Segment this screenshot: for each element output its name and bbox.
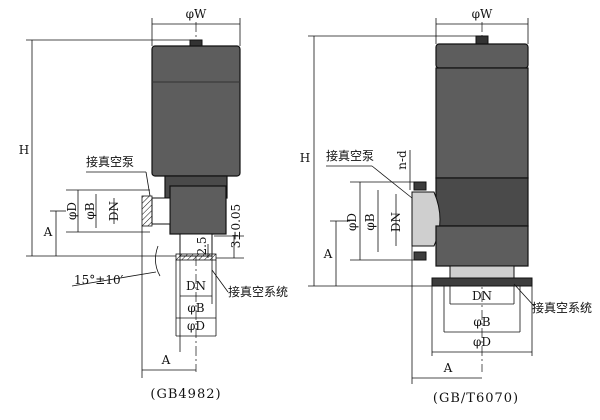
right-dim-b-bottom: φB bbox=[473, 315, 490, 329]
left-dim-d-bottom: φD bbox=[187, 319, 205, 333]
left-caption: (GB4982) bbox=[150, 387, 221, 402]
left-pump-port-label: 接真空泵 bbox=[86, 154, 134, 169]
right-dim-dn-bottom: DN bbox=[472, 289, 492, 303]
left-dim-tol: 3±0.05 bbox=[229, 204, 243, 248]
left-side-flange-hatch bbox=[141, 195, 153, 227]
left-dim-angle: 15°±10′ bbox=[74, 273, 124, 287]
right-dim-h: H bbox=[300, 151, 310, 165]
right-side-flange-top bbox=[413, 181, 427, 191]
right-dim-nd: n-d bbox=[395, 150, 409, 170]
left-top-knob bbox=[189, 39, 203, 47]
left-dim-d: φD bbox=[65, 202, 79, 220]
left-angle-arc bbox=[155, 245, 161, 277]
left-valve-body bbox=[169, 185, 227, 235]
right-dim-a-bottom: A bbox=[443, 361, 453, 375]
right-actuator-body bbox=[435, 67, 529, 179]
right-actuator-cap bbox=[435, 43, 529, 69]
right-dim-d-bottom: φD bbox=[473, 335, 491, 349]
right-lower-body bbox=[435, 225, 529, 267]
right-dim-a-side: A bbox=[323, 247, 333, 261]
right-dim-w: φW bbox=[472, 7, 493, 21]
left-dim-b: φB bbox=[83, 202, 97, 219]
left-dim-h: H bbox=[19, 143, 29, 157]
right-dim-dn-side: DN bbox=[389, 212, 403, 232]
left-dim-dn-bottom: DN bbox=[186, 279, 206, 293]
left-dim-gap: 2.5 bbox=[195, 236, 209, 255]
right-side-flange-bottom bbox=[413, 251, 427, 261]
left-side-port bbox=[151, 197, 171, 225]
left-dim-w: φW bbox=[186, 7, 207, 21]
right-bottom-neck bbox=[449, 265, 515, 279]
left-valve-drawing: φW H 接真空泵 φD φB DN A 3±0.05 2.5 15°±10 bbox=[19, 7, 288, 402]
left-bottom-flange-hatch bbox=[175, 253, 217, 261]
left-dim-dn-side: DN bbox=[107, 201, 121, 221]
right-top-knob bbox=[475, 35, 489, 45]
left-actuator-body bbox=[151, 45, 241, 177]
right-dim-b: φB bbox=[363, 213, 377, 230]
left-system-port-label: 接真空系统 bbox=[228, 284, 288, 299]
right-valve-drawing: φW H 接真空泵 n-d φD φB DN A DN φB bbox=[300, 7, 592, 406]
left-dim-b-bottom: φB bbox=[187, 301, 204, 315]
right-system-port-label: 接真空系统 bbox=[532, 300, 592, 315]
left-dim-a-side: A bbox=[43, 225, 53, 239]
right-caption: (GB/T6070) bbox=[433, 391, 519, 406]
right-bottom-flange bbox=[431, 277, 533, 287]
right-valve-body bbox=[435, 177, 529, 227]
right-dim-d: φD bbox=[345, 213, 359, 231]
left-dim-a-bottom: A bbox=[161, 353, 171, 367]
right-pump-port-label: 接真空泵 bbox=[326, 148, 374, 163]
right-side-port bbox=[411, 191, 441, 247]
